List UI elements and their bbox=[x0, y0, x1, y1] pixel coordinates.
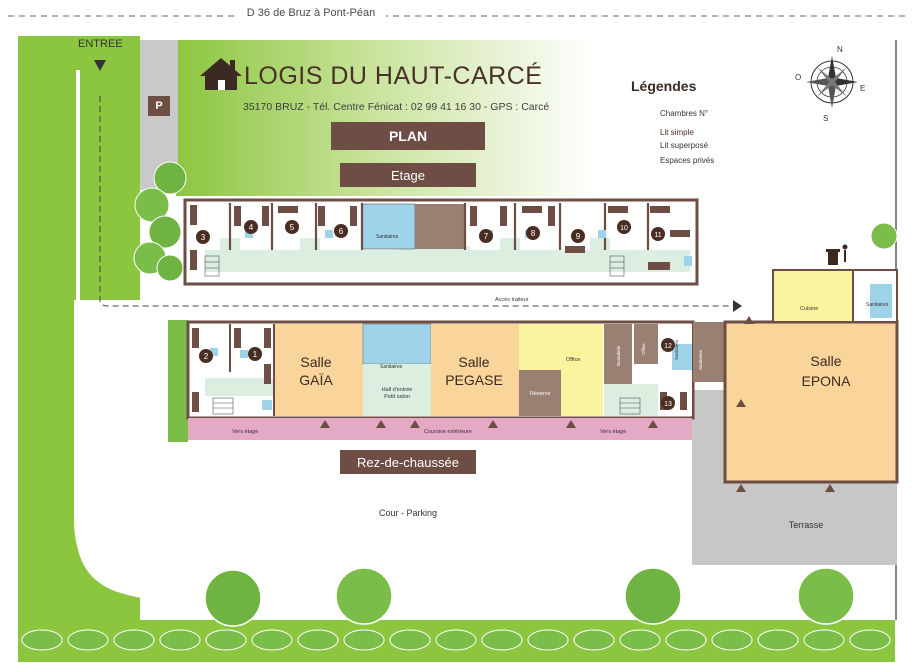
epona-building bbox=[723, 269, 899, 484]
room-number: 9 bbox=[576, 232, 581, 241]
room-marker: 13 bbox=[661, 396, 675, 410]
office-label: Office bbox=[566, 357, 580, 363]
legend-title: Légendes bbox=[631, 78, 697, 94]
legend-item-room: Chambres N° bbox=[660, 109, 709, 118]
parking-label: P bbox=[155, 100, 163, 112]
room-number: 7 bbox=[484, 232, 489, 241]
ground-floor-plan bbox=[186, 320, 725, 440]
salle-pegase-label-2: PEGASE bbox=[445, 372, 503, 388]
salle-epona-label-1: Salle bbox=[810, 353, 841, 369]
reserve-label: Réserve bbox=[530, 391, 550, 397]
hall-label-1: Hall d'entrée bbox=[382, 387, 413, 393]
bush-cluster-left bbox=[133, 161, 187, 282]
room-number: 11 bbox=[654, 232, 661, 239]
ground-sanitaires-label: Sanitaires bbox=[866, 302, 889, 308]
room-number: 2 bbox=[204, 352, 209, 361]
left-lane bbox=[76, 70, 161, 598]
room-number: 3 bbox=[201, 233, 206, 242]
plan-banner: PLAN bbox=[331, 122, 485, 150]
bottom-trees bbox=[204, 567, 855, 627]
room-number: 5 bbox=[290, 223, 295, 232]
office-2-label: Office bbox=[641, 343, 646, 355]
upper-room-markers: 3 4 5 6 7 8 9 10 11 bbox=[196, 220, 665, 244]
room-marker: 11 bbox=[651, 227, 665, 241]
room-number: 1 bbox=[253, 350, 258, 359]
entry-arrows bbox=[320, 316, 835, 492]
ground-sanitaires-label: Sanitaires bbox=[698, 349, 703, 370]
bush-right bbox=[870, 222, 898, 250]
ground-sanitaires-label: Sanitaires bbox=[380, 364, 403, 370]
room-marker: 7 bbox=[479, 229, 493, 243]
room-number: 13 bbox=[664, 401, 672, 408]
buanderie-label: Buanderie bbox=[616, 345, 621, 366]
terrace-area bbox=[722, 480, 897, 565]
bottom-hedge-row bbox=[21, 629, 891, 651]
entrance-label: ENTREE bbox=[78, 38, 123, 50]
compass-e: E bbox=[860, 84, 865, 93]
page-subtitle: 35170 BRUZ - Tél. Centre Fénicat : 02 99… bbox=[243, 101, 550, 113]
legend-item-bunk-bed: Lit superposé bbox=[660, 141, 709, 150]
room-marker: 3 bbox=[196, 230, 210, 244]
compass-n: N bbox=[837, 45, 843, 54]
room-marker: 6 bbox=[334, 224, 348, 238]
access-label: Accès traiteur bbox=[495, 297, 529, 303]
salle-gaia-label-2: GAÏA bbox=[299, 372, 333, 388]
room-marker: 10 bbox=[617, 220, 631, 234]
room-marker: 1 bbox=[248, 347, 262, 361]
page-title: LOGIS DU HAUT-CARCÉ bbox=[244, 62, 543, 90]
corridor-label: Coursive extérieure bbox=[424, 429, 472, 435]
cuisine-label: Cuisine bbox=[800, 306, 818, 312]
room-number: 6 bbox=[339, 227, 344, 236]
ground-sanitaires-label: Sanitaires bbox=[674, 339, 679, 360]
trash-icon bbox=[826, 244, 848, 265]
room-number: 8 bbox=[531, 229, 536, 238]
access-arrow-icon bbox=[733, 300, 742, 312]
terrace-label: Terrasse bbox=[789, 520, 824, 530]
salle-epona-label-2: EPONA bbox=[801, 373, 851, 389]
house-icon bbox=[200, 58, 242, 90]
ground-floor-banner: Rez-de-chaussée bbox=[340, 450, 476, 474]
hall-label-2: Petit salon bbox=[384, 394, 410, 400]
room-marker: 5 bbox=[285, 220, 299, 234]
compass-o: O bbox=[795, 73, 801, 82]
salle-gaia-label-1: Salle bbox=[300, 354, 331, 370]
room-marker: 2 bbox=[199, 349, 213, 363]
upper-floor-plan bbox=[183, 198, 699, 286]
grass-area bbox=[18, 36, 895, 662]
compass-s: S bbox=[823, 114, 828, 123]
legend-item-private: Espaces privés bbox=[660, 156, 715, 165]
courtyard-label: Cour - Parking bbox=[379, 508, 437, 518]
room-number: 12 bbox=[664, 343, 672, 350]
legend-item-single-bed: Lit simple bbox=[660, 128, 694, 137]
room-marker: 12 bbox=[661, 338, 675, 352]
to-floor-left-label: Vers étage bbox=[232, 429, 258, 435]
to-floor-right-label: Vers étage bbox=[600, 429, 626, 435]
room-marker: 9 bbox=[571, 229, 585, 243]
room-marker: 8 bbox=[526, 226, 540, 240]
room-number: 10 bbox=[620, 225, 628, 232]
room-number: 4 bbox=[249, 223, 254, 232]
courtyard-area bbox=[74, 70, 722, 600]
hedge-left bbox=[168, 320, 188, 442]
compass-rose-icon: N S E O bbox=[795, 45, 865, 123]
entrance-arrow-icon bbox=[94, 60, 106, 71]
room-marker: 4 bbox=[244, 220, 258, 234]
road-label: D 36 de Bruz à Pont-Péan bbox=[236, 7, 386, 19]
ground-room-markers: 2 1 12 13 bbox=[199, 338, 675, 410]
access-dashed-path bbox=[99, 96, 738, 307]
upper-floor-banner: Etage bbox=[340, 163, 476, 187]
legend-panel: Légendes Chambres N° Lit simple Lit supe… bbox=[616, 70, 742, 176]
parking-sign-box bbox=[148, 96, 170, 116]
upper-sanitaires-label: Sanitaires bbox=[376, 234, 399, 240]
salle-pegase-label-1: Salle bbox=[458, 354, 489, 370]
